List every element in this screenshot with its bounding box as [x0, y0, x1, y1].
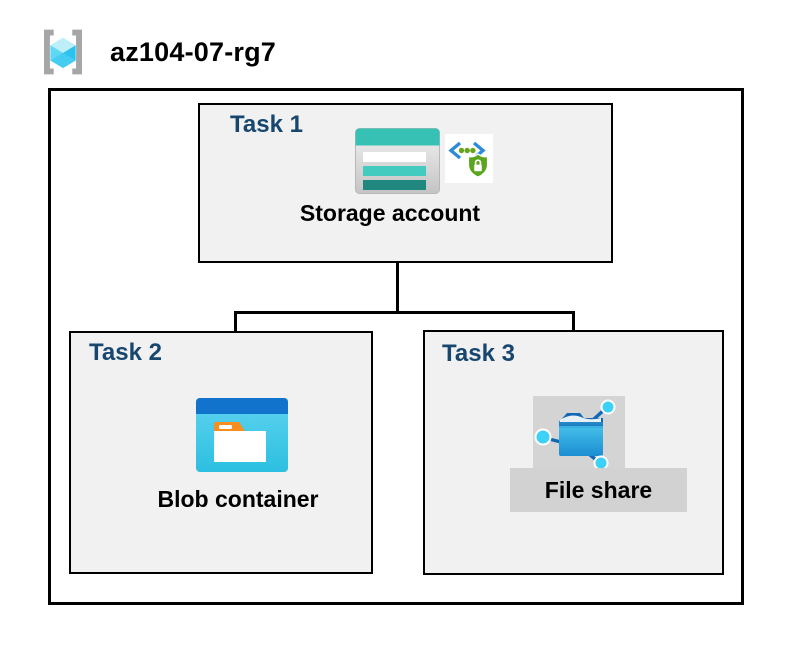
sas-shield-icon — [445, 134, 493, 183]
resource-group-icon — [36, 23, 90, 81]
connector-horizontal — [234, 311, 575, 314]
task1-resource-label: Storage account — [299, 200, 481, 226]
task3-label: Task 3 — [442, 340, 515, 367]
file-share-icon — [533, 396, 625, 470]
task3-resource-label: File share — [544, 476, 653, 503]
resource-group-header: az104-07-rg7 — [36, 22, 456, 82]
task3-resource-label-bg: File share — [510, 468, 687, 512]
storage-account-icon — [355, 128, 440, 194]
task2-label: Task 2 — [89, 339, 162, 366]
connector-storage-stem — [396, 233, 399, 313]
blob-container-icon — [196, 398, 288, 472]
task2-resource-label: Blob container — [157, 486, 319, 512]
task1-label: Task 1 — [230, 111, 303, 138]
resource-group-name: az104-07-rg7 — [110, 36, 276, 67]
